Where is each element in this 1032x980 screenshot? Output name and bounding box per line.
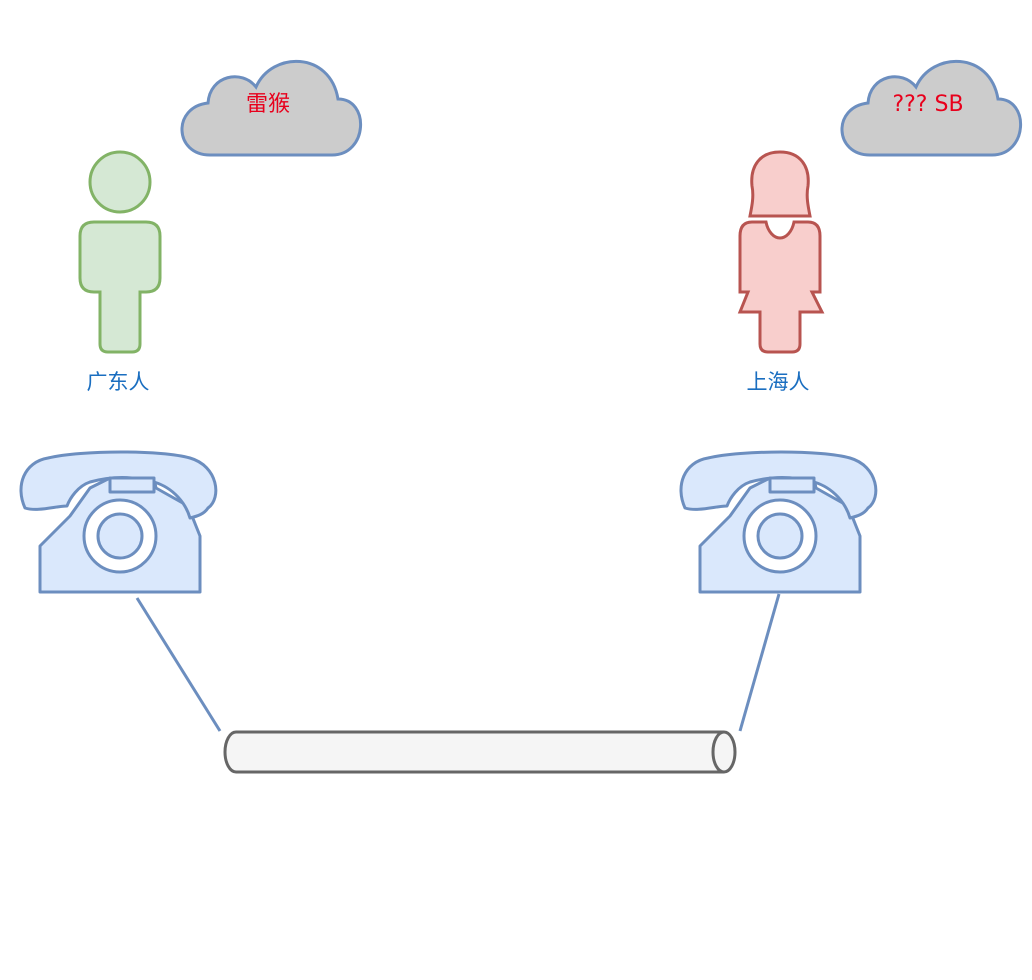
- right-thought-text: ??? SB: [892, 92, 963, 117]
- left-phone-wire: [135, 597, 222, 732]
- left-telephone-icon: [19, 450, 218, 594]
- right-phone-wire: [738, 593, 781, 732]
- female-person-icon: [737, 150, 825, 354]
- cable-pipe: [223, 730, 737, 774]
- right-telephone-icon: [679, 450, 878, 594]
- left-person-label: 广东人: [87, 370, 150, 394]
- male-person-icon: [78, 150, 162, 354]
- right-person-label: 上海人: [747, 370, 810, 394]
- left-thought-text: 雷猴: [246, 92, 290, 117]
